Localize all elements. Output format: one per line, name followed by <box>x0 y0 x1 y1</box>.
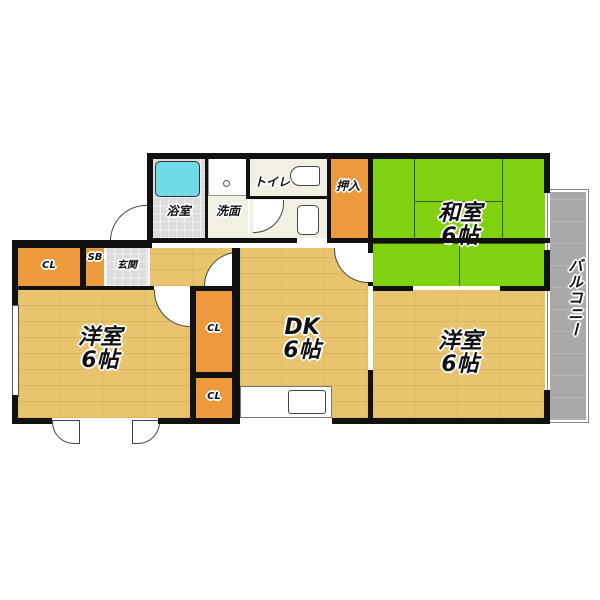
washitsu-name: 和室 <box>437 201 482 226</box>
closet-low <box>196 378 232 418</box>
toilet-icon <box>290 166 320 186</box>
closet-low-label: CL <box>207 391 221 402</box>
closet-mid-label: CL <box>207 323 221 334</box>
western-left-size: 6帖 <box>81 348 119 374</box>
closet-top-left-label: CL <box>42 260 56 271</box>
balcony-label: バルコニー <box>566 258 584 338</box>
bath-label: 浴室 <box>166 204 191 218</box>
closet-mid <box>196 290 232 372</box>
oshiire-label: 押入 <box>335 179 360 193</box>
bay-window-right <box>132 420 160 444</box>
western-right-label: 洋室 6帖 <box>420 330 500 376</box>
bathtub <box>155 161 200 197</box>
western-left-label: 洋室 6帖 <box>60 326 140 372</box>
sink-icon <box>297 205 319 235</box>
dk-size: 6帖 <box>283 338 321 364</box>
dk-name: DK <box>284 315 320 340</box>
entrance-door[interactable] <box>110 205 147 244</box>
washroom-label: 洗面 <box>215 204 240 218</box>
western-room-right <box>373 290 545 418</box>
kitchen-sink <box>288 390 326 414</box>
washing-machine-space <box>208 158 248 196</box>
dk-label: DK 6帖 <box>262 316 342 362</box>
bay-window-left <box>52 420 80 444</box>
western-right-size: 6帖 <box>441 352 479 378</box>
balcony <box>547 189 589 423</box>
toilet-label: トイレ <box>253 175 290 189</box>
entrance-label: 玄関 <box>117 260 137 271</box>
closet-top-left <box>18 248 80 286</box>
entrance <box>106 248 148 286</box>
drain-icon <box>223 180 230 187</box>
oshiire <box>330 158 368 238</box>
western-right-name: 洋室 <box>437 329 482 354</box>
shoe-box-label: SB <box>87 252 103 263</box>
western-left-name: 洋室 <box>77 325 122 350</box>
tatami-lines <box>373 158 545 286</box>
shoe-box <box>86 248 104 286</box>
washitsu-size: 6帖 <box>441 224 479 250</box>
western-left-window <box>12 305 19 397</box>
